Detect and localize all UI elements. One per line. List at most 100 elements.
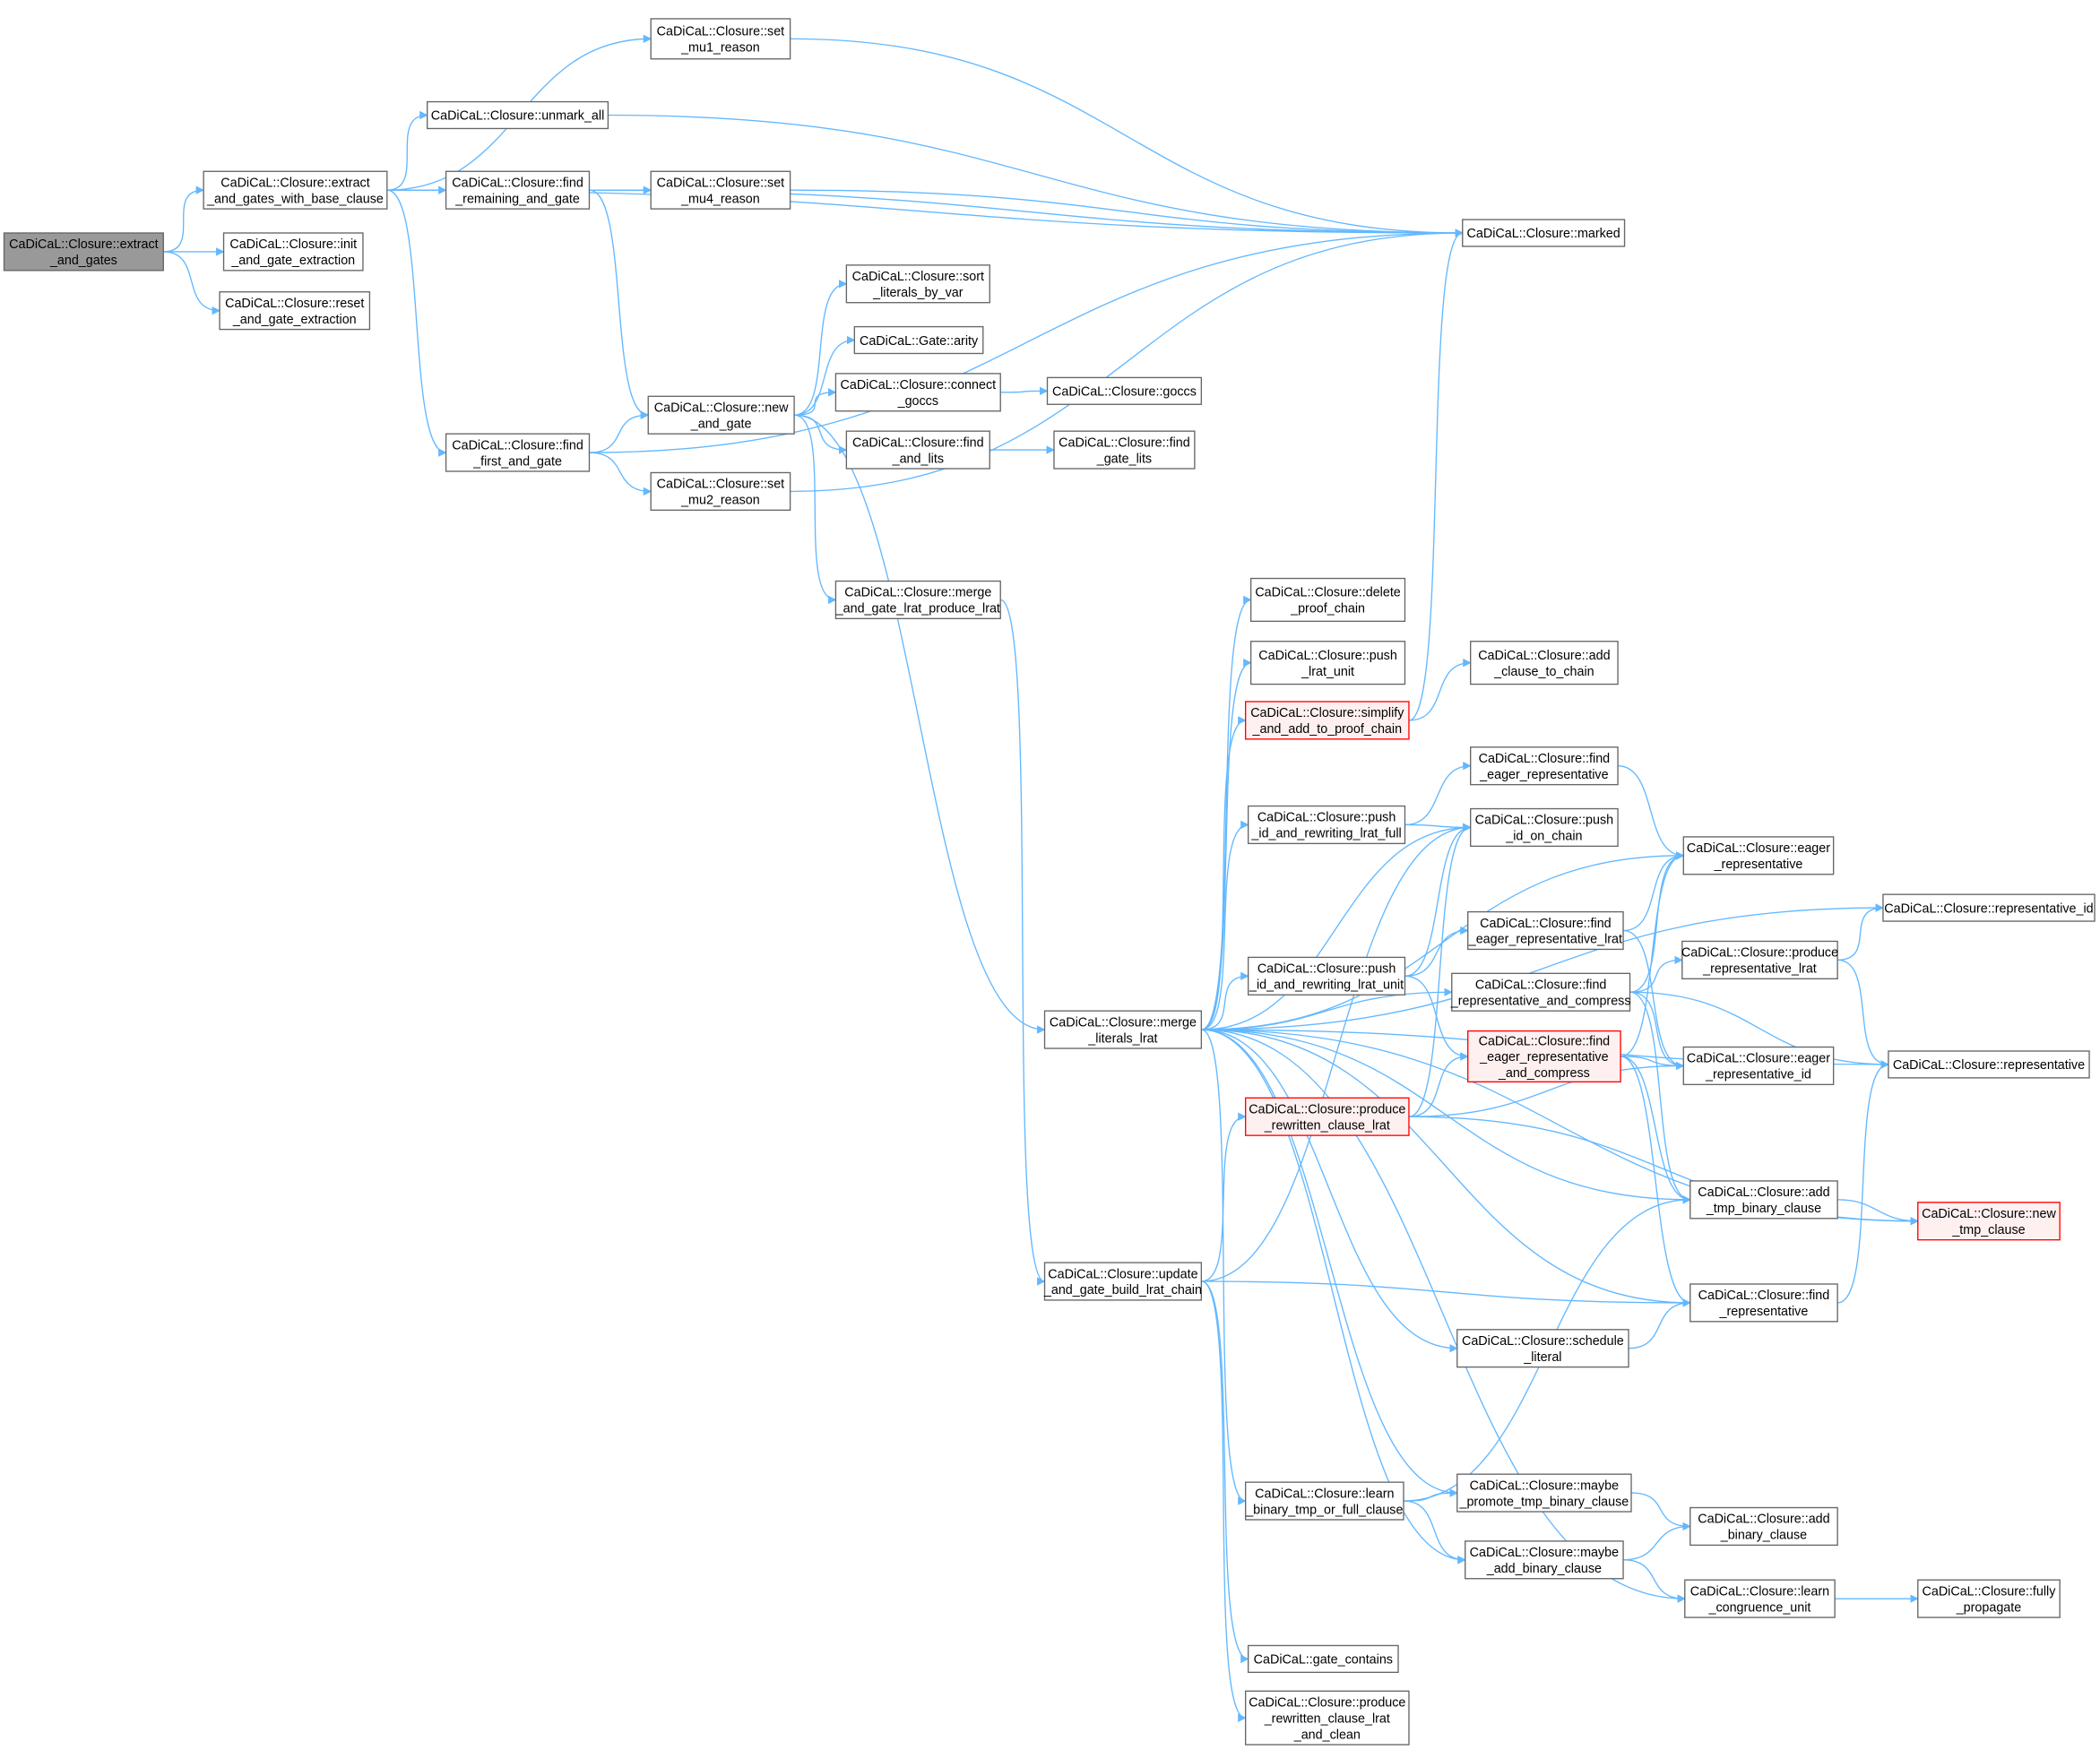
- node-label: _and_clean: [1293, 1728, 1361, 1742]
- edge-n25-n26: [1404, 823, 1472, 832]
- edge-n46-n47: [1623, 1559, 1686, 1603]
- node-label: _representative_id: [1705, 1068, 1811, 1082]
- graph-node-cadical-closure-push-lrat-unit[interactable]: CaDiCaL::Closure::push_lrat_unit: [1249, 641, 1406, 685]
- node-label: _mu2_reason: [680, 494, 760, 508]
- graph-node-cadical-closure-produce-representative-lrat[interactable]: CaDiCaL::Closure::produce_representative…: [1681, 940, 1838, 979]
- graph-node-cadical-closure-set-mu4-reason[interactable]: CaDiCaL::Closure::set_mu4_reason: [650, 170, 791, 210]
- edge-n33-n41: [1201, 1029, 1691, 1307]
- graph-node-cadical-closure-eager-representative[interactable]: CaDiCaL::Closure::eager_representative: [1682, 836, 1835, 875]
- node-label: _eager_representative: [1479, 1050, 1608, 1065]
- graph-node-cadical-closure-find-eager-representative[interactable]: CaDiCaL::Closure::find_eager_representat…: [1470, 746, 1619, 786]
- graph-node-cadical-closure-push-id-and-rewriting-lrat-unit[interactable]: CaDiCaL::Closure::push_id_and_rewriting_…: [1247, 956, 1406, 996]
- node-label: CaDiCaL::Closure::push: [1257, 811, 1396, 825]
- graph-node-cadical-closure-marked[interactable]: CaDiCaL::Closure::marked: [1462, 219, 1626, 247]
- graph-node-cadical-closure-simplify-and-add-to-proof-chain[interactable]: CaDiCaL::Closure::simplify_and_add_to_pr…: [1244, 701, 1410, 740]
- graph-node-cadical-closure-add-clause-to-chain[interactable]: CaDiCaL::Closure::add_clause_to_chain: [1470, 641, 1619, 685]
- graph-node-cadical-closure-find-first-and-gate[interactable]: CaDiCaL::Closure::find_first_and_gate: [445, 433, 591, 472]
- node-label: _add_binary_clause: [1486, 1562, 1602, 1576]
- edge-n24-n27: [1618, 765, 1685, 860]
- graph-node-cadical-closure-init-and-gate-extraction[interactable]: CaDiCaL::Closure::init_and_gate_extracti…: [222, 232, 364, 272]
- graph-node-cadical-closure-push-id-on-chain[interactable]: CaDiCaL::Closure::push_id_on_chain: [1470, 807, 1619, 848]
- graph-node-cadical-closure-produce-rewritten-clause-lrat[interactable]: CaDiCaL::Closure::produce_rewritten_clau…: [1244, 1097, 1410, 1136]
- edge-n43-n46: [1403, 1500, 1466, 1565]
- edge-n12-n13: [1000, 386, 1049, 396]
- graph-node-cadical-closure-learn-congruence-unit[interactable]: CaDiCaL::Closure::learn_congruence_unit: [1684, 1579, 1836, 1618]
- node-label: CaDiCaL::Closure::init: [229, 237, 357, 252]
- graph-node-cadical-closure-merge-literals-lrat[interactable]: CaDiCaL::Closure::merge_literals_lrat: [1043, 1010, 1203, 1049]
- edge-n33-n25: [1201, 820, 1249, 1030]
- graph-node-cadical-closure-representative-id[interactable]: CaDiCaL::Closure::representative_id: [1882, 893, 2096, 922]
- graph-node-cadical-closure-schedule-literal[interactable]: CaDiCaL::Closure::schedule_literal: [1456, 1329, 1629, 1368]
- graph-node-cadical-closure-fully-propagate[interactable]: CaDiCaL::Closure::fully_propagate: [1917, 1579, 2061, 1618]
- graph-node-cadical-closure-add-tmp-binary-clause[interactable]: CaDiCaL::Closure::add_tmp_binary_clause: [1690, 1180, 1838, 1220]
- graph-node-cadical-closure-extract-and-gates-with-base-clause[interactable]: CaDiCaL::Closure::extract_and_gates_with…: [203, 170, 388, 210]
- node-label: _propagate: [1956, 1600, 2022, 1615]
- node-label: _and_gates: [49, 254, 117, 268]
- graph-node-cadical-closure-goccs[interactable]: CaDiCaL::Closure::goccs: [1046, 376, 1203, 405]
- node-box: [445, 170, 591, 210]
- node-box: [1249, 577, 1406, 623]
- graph-node-cadical-closure-merge-and-gate-lrat-produce-lrat[interactable]: CaDiCaL::Closure::merge_and_gate_lrat_pr…: [835, 580, 1001, 620]
- graph-node-cadical-closure-reset-and-gate-extraction[interactable]: CaDiCaL::Closure::reset_and_gate_extract…: [219, 291, 371, 331]
- node-label: _mu1_reason: [680, 41, 760, 56]
- edge-n17-n9: [589, 228, 1464, 453]
- node-label: CaDiCaL::Closure::find: [1475, 978, 1607, 993]
- node-box: [1470, 807, 1619, 848]
- node-box: [1690, 1283, 1838, 1323]
- node-box: [1465, 1540, 1624, 1580]
- graph-node-cadical-closure-new-and-gate[interactable]: CaDiCaL::Closure::new_and_gate: [647, 395, 795, 435]
- node-label: _and_compress: [1498, 1066, 1590, 1081]
- graph-node-cadical-closure-unmark-all[interactable]: CaDiCaL::Closure::unmark_all: [426, 100, 609, 130]
- node-label: CaDiCaL::Closure::extract: [220, 176, 369, 190]
- node-label: _literal: [1523, 1350, 1561, 1365]
- graph-node-cadical-closure-extract-and-gates[interactable]: CaDiCaL::Closure::extract_and_gates: [3, 232, 164, 272]
- graph-node-cadical-closure-maybe-add-binary-clause[interactable]: CaDiCaL::Closure::maybe_add_binary_claus…: [1465, 1540, 1624, 1580]
- graph-node-cadical-closure-find-gate-lits[interactable]: CaDiCaL::Closure::find_gate_lits: [1053, 430, 1196, 470]
- edge-n25-n24: [1404, 762, 1472, 826]
- node-label: _mu4_reason: [680, 192, 760, 206]
- edge-n43-n44: [1403, 1488, 1458, 1502]
- graph-node-cadical-closure-sort-literals-by-var[interactable]: CaDiCaL::Closure::sort_literals_by_var: [845, 264, 990, 304]
- graph-node-cadical-closure-set-mu2-reason[interactable]: CaDiCaL::Closure::set_mu2_reason: [650, 471, 791, 511]
- edge-n14-n19: [794, 414, 837, 605]
- graph-node-cadical-closure-find-and-lits[interactable]: CaDiCaL::Closure::find_and_lits: [845, 430, 990, 470]
- graph-node-cadical-closure-eager-representative-id[interactable]: CaDiCaL::Closure::eager_representative_i…: [1682, 1046, 1835, 1086]
- graph-node-cadical-gate-arity[interactable]: CaDiCaL::Gate::arity: [853, 325, 984, 355]
- graph-node-cadical-closure-set-mu1-reason[interactable]: CaDiCaL::Closure::set_mu1_reason: [650, 18, 791, 60]
- node-label: CaDiCaL::Closure::learn: [1255, 1487, 1394, 1501]
- graph-node-cadical-closure-find-representative[interactable]: CaDiCaL::Closure::find_representative: [1690, 1283, 1838, 1323]
- node-label: CaDiCaL::Closure::maybe: [1470, 1478, 1619, 1493]
- graph-node-cadical-closure-maybe-promote-tmp-binary-clause[interactable]: CaDiCaL::Closure::maybe_promote_tmp_bina…: [1456, 1473, 1632, 1513]
- node-box: [1470, 746, 1619, 786]
- graph-node-cadical-closure-find-representative-and-compress[interactable]: CaDiCaL::Closure::find_representative_an…: [1450, 972, 1631, 1012]
- graph-node-cadical-closure-find-eager-representative-lrat[interactable]: CaDiCaL::Closure::find_eager_representat…: [1467, 910, 1624, 951]
- edge-n7-n14: [589, 189, 650, 419]
- graph-node-cadical-gate-contains[interactable]: CaDiCaL::gate_contains: [1247, 1644, 1399, 1674]
- node-label: CaDiCaL::Closure::new: [654, 401, 789, 415]
- edge-n34-n41: [1620, 1056, 1691, 1307]
- node-label: _literals_by_var: [872, 286, 964, 300]
- node-label: CaDiCaL::Closure::set: [657, 478, 785, 492]
- graph-node-cadical-closure-push-id-and-rewriting-lrat-full[interactable]: CaDiCaL::Closure::push_id_and_rewriting_…: [1247, 805, 1406, 845]
- node-label: _congruence_unit: [1707, 1600, 1810, 1615]
- graph-node-cadical-closure-find-eager-representative-and-compress[interactable]: CaDiCaL::Closure::find_eager_representat…: [1467, 1030, 1621, 1083]
- node-label: CaDiCaL::Closure::connect: [841, 378, 997, 392]
- graph-node-cadical-closure-delete-proof-chain[interactable]: CaDiCaL::Closure::delete_proof_chain: [1249, 577, 1406, 623]
- edge-n17-n14: [589, 410, 650, 453]
- graph-node-cadical-closure-connect-goccs[interactable]: CaDiCaL::Closure::connect_goccs: [834, 373, 1001, 412]
- graph-node-cadical-closure-update-and-gate-build-lrat-chain[interactable]: CaDiCaL::Closure::update_and_gate_build_…: [1043, 1262, 1203, 1301]
- node-label: _remaining_and_gate: [454, 192, 580, 206]
- graph-node-cadical-closure-add-binary-clause[interactable]: CaDiCaL::Closure::add_binary_clause: [1690, 1506, 1838, 1547]
- graph-node-cadical-closure-new-tmp-clause[interactable]: CaDiCaL::Closure::new_tmp_clause: [1917, 1202, 2061, 1241]
- graph-node-cadical-closure-produce-rewritten-clause-lrat-and-clean[interactable]: CaDiCaL::Closure::produce_rewritten_clau…: [1244, 1690, 1410, 1746]
- graph-node-cadical-closure-find-remaining-and-gate[interactable]: CaDiCaL::Closure::find_remaining_and_gat…: [445, 170, 591, 210]
- node-label: CaDiCaL::Closure::add: [1478, 649, 1610, 663]
- node-label: CaDiCaL::Closure::produce: [1249, 1695, 1405, 1710]
- node-box: [1456, 1473, 1632, 1513]
- edge-n1-n2: [163, 185, 205, 253]
- node-box: [647, 395, 795, 435]
- node-box: [426, 100, 609, 130]
- graph-node-cadical-closure-representative[interactable]: CaDiCaL::Closure::representative: [1888, 1050, 2090, 1079]
- edge-n40-n26: [1201, 823, 1472, 1282]
- graph-node-cadical-closure-learn-binary-tmp-or-full-clause[interactable]: CaDiCaL::Closure::learn_binary_tmp_or_fu…: [1244, 1481, 1404, 1521]
